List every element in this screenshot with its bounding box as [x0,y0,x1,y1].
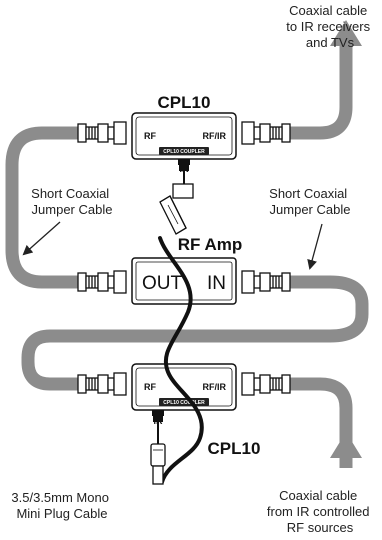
f-connector-icon [253,374,291,394]
coupler-top [113,112,255,165]
label-short-jumper-left: Short Coaxial Jumper Cable [31,186,113,217]
coax-jumper-right [21,275,369,391]
ir-mini-plug-cable [158,236,204,484]
coupler-top-badge: CPL10 COUPLER [163,149,205,155]
amp-title: RF Amp [178,235,243,254]
coax-jumper-left [5,126,78,289]
pointer-arrow-right [307,223,323,270]
f-connector-icon [77,123,115,143]
arrow-up-icon [330,432,362,458]
coupler-bottom-rf-port: RF [144,382,156,392]
coupler-top-rf-port: RF [144,131,156,141]
mini-plug-bottom-icon [150,416,166,485]
coax-to-tvs [290,42,353,140]
coupler-bottom-title: CPL10 [208,439,261,458]
label-mini-plug-cable: 3.5/3.5mm Mono Mini Plug Cable [11,490,112,521]
coupler-bottom [113,363,255,416]
mini-plug-top-icon [159,165,194,235]
coupler-bottom-rfir-port: RF/IR [203,382,227,392]
f-connector-icon [77,272,115,292]
amp-in-port: IN [207,273,226,294]
f-connector-icon [253,123,291,143]
coax-from-sources [290,377,353,468]
label-to-tvs: Coaxial cable to IR receivers and TVs [286,3,373,50]
amp-out-port: OUT [142,273,183,294]
coupler-top-title: CPL10 [158,93,211,112]
f-connector-icon [253,272,291,292]
pointer-arrow-left [22,221,61,256]
f-connector-icon [77,374,115,394]
label-from-sources: Coaxial cable from IR controlled RF sour… [267,488,373,535]
label-short-jumper-right: Short Coaxial Jumper Cable [269,186,351,217]
arrow-up-icon [330,20,362,46]
coupler-top-rfir-port: RF/IR [203,131,227,141]
coupler-bottom-badge: CPL10 COUPLER [163,400,205,406]
